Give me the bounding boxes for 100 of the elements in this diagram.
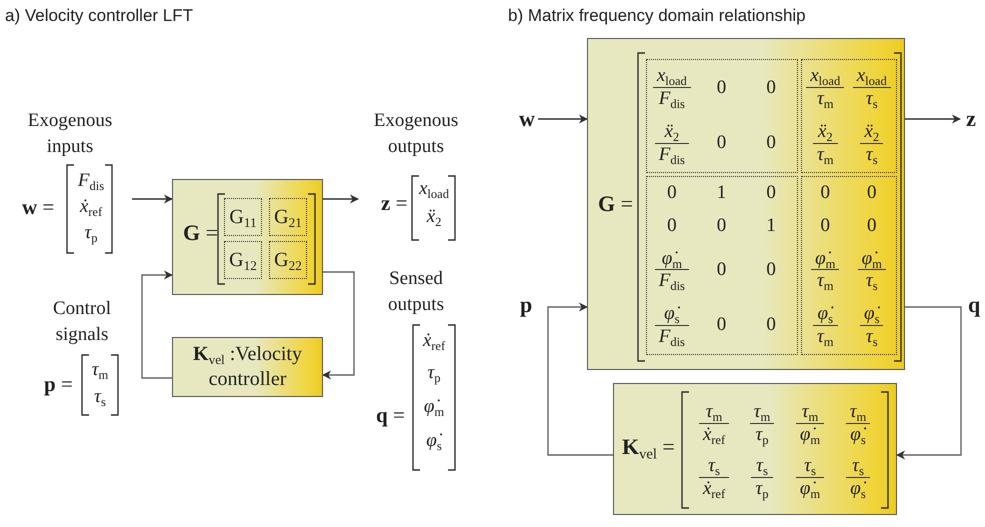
matrix-name: G = (183, 220, 218, 246)
matrix-entry: 0 (867, 214, 876, 237)
feedback-arrow (141, 270, 173, 379)
fraction-denominator: τ$_{s}$ (864, 144, 879, 166)
matrix-entry: 0 (667, 182, 677, 204)
vector-name: z = (381, 191, 408, 216)
fraction-denominator: τ$_{s}$ (864, 326, 879, 348)
vector-entry: ẋ$_{ref}$ (80, 196, 102, 218)
fraction-denominator: ẋ$_{ref}$ (702, 478, 726, 500)
panel-title: a) Velocity controller LFT (5, 6, 194, 26)
fraction-denominator: φ̇$_{s}$ (849, 478, 868, 500)
matrix-block (646, 59, 798, 173)
fraction-numerator: x$_{load}$ (806, 65, 844, 88)
fraction-numerator: φ̇$_{s}$ (860, 302, 884, 326)
fraction-numerator: τ$_{m}$ (698, 400, 730, 424)
matrix-entry: G$_{22}$ (274, 248, 302, 272)
fraction-numerator: τ$_{s}$ (698, 454, 730, 478)
fraction-numerator: τ$_{m}$ (846, 400, 870, 424)
arrow (905, 114, 961, 124)
matrix-entry: 0 (820, 182, 830, 204)
arrow (323, 194, 359, 204)
fraction-denominator: τ$_{m}$ (816, 326, 835, 348)
fraction-numerator: φ̇$_{m}$ (858, 248, 886, 270)
feedback-arrow (547, 302, 613, 456)
controller-box (172, 337, 323, 397)
system-box (587, 38, 905, 370)
fraction-numerator: x$_{load}$ (852, 65, 891, 88)
fraction-numerator: τ$_{m}$ (750, 400, 774, 424)
vector-entry: τ$_{p}$ (427, 362, 441, 384)
matrix-block (224, 241, 262, 279)
fraction-numerator: φ̇$_{s}$ (654, 302, 689, 326)
fraction-denominator: F$_{dis}$ (658, 88, 686, 110)
matrix-entry: 0 (766, 182, 776, 204)
fraction-numerator: φ̇$_{m}$ (811, 248, 840, 270)
fraction-numerator: τ$_{s}$ (796, 454, 824, 478)
fraction-numerator: φ̇$_{s}$ (812, 302, 838, 326)
matrix-block (801, 176, 897, 355)
fraction-numerator: ẍ$_{2}$ (654, 120, 689, 144)
matrix-entry: 0 (820, 214, 830, 237)
matrix-entry: 0 (766, 132, 776, 154)
matrix-entry: 0 (716, 214, 726, 237)
fraction-denominator: φ̇$_{m}$ (798, 478, 822, 500)
arrow (132, 194, 173, 204)
matrix-block (646, 176, 798, 355)
feedback-arrow (322, 271, 355, 380)
vector-entry: τ$_{s}$ (94, 386, 106, 408)
fraction-denominator: τ$_{p}$ (754, 478, 770, 500)
matrix-entry: 0 (766, 258, 776, 281)
fraction-denominator: τ$_{s}$ (864, 270, 879, 292)
vector-entry: φ̇$_{m}$ (424, 396, 444, 418)
fraction-denominator: τ$_{p}$ (754, 424, 770, 446)
fraction-denominator: F$_{dis}$ (658, 144, 686, 166)
matrix-entry: 0 (766, 314, 776, 336)
arrow (538, 114, 588, 124)
matrix-entry: G$_{11}$ (229, 206, 257, 228)
matrix-entry: 0 (716, 76, 726, 99)
fraction-denominator: F$_{dis}$ (658, 326, 686, 348)
signal-description: Sensed outputs (387, 267, 445, 317)
fraction-denominator: τ$_{m}$ (816, 144, 835, 166)
matrix-entry: 1 (766, 214, 776, 237)
signal-description: Control signals (52, 297, 112, 347)
fraction-denominator: τ$_{s}$ (864, 88, 879, 110)
vector-entry: φ̇$_{s}$ (426, 430, 442, 452)
controller-box (613, 383, 897, 515)
vector-name: q = (376, 403, 405, 428)
fraction-denominator: τ$_{m}$ (816, 270, 835, 292)
vector-entry: τ$_{m}$ (92, 359, 108, 381)
signal-description: Exogenous inputs (26, 109, 114, 159)
matrix-block (269, 198, 307, 236)
fraction-numerator: τ$_{s}$ (751, 454, 773, 478)
panel-title: b) Matrix frequency domain relationship (508, 6, 806, 26)
matrix-block (269, 241, 307, 279)
controller-label: K$_{vel}$ :Velocity controller (192, 342, 303, 392)
fraction-numerator: φ̇$_{m}$ (654, 248, 689, 270)
fraction-numerator: x$_{load}$ (652, 65, 691, 88)
system-box (172, 179, 323, 295)
matrix-entry: G$_{12}$ (229, 248, 257, 272)
fraction-denominator: φ̇$_{s}$ (849, 424, 868, 446)
fraction-denominator: φ̇$_{m}$ (798, 424, 822, 446)
vector-entry: ẋ$_{ref}$ (422, 330, 446, 352)
feedback-arrow (896, 306, 962, 460)
vector-name: p = (44, 372, 73, 397)
matrix-entry: 0 (716, 258, 726, 281)
fraction-numerator: τ$_{m}$ (796, 400, 824, 424)
matrix-entry: 0 (716, 314, 726, 336)
fraction-numerator: ẍ$_{2}$ (812, 120, 838, 144)
fraction-numerator: ẍ$_{2}$ (860, 120, 884, 144)
matrix-entry: G$_{21}$ (274, 206, 302, 228)
vector-entry: τ$_{p}$ (84, 222, 98, 244)
matrix-entry: 0 (867, 182, 876, 204)
matrix-entry: 0 (716, 132, 726, 154)
signal-description: Exogenous outputs (372, 109, 460, 159)
fraction-denominator: ẋ$_{ref}$ (702, 424, 726, 446)
matrix-entry: 1 (716, 182, 726, 204)
matrix-entry: 0 (667, 214, 677, 237)
signal-name: w (519, 106, 535, 132)
matrix-block (224, 198, 262, 236)
matrix-name: K$_{vel}$ = (622, 434, 675, 460)
fraction-denominator: F$_{dis}$ (658, 270, 686, 292)
signal-name: z (966, 106, 976, 132)
